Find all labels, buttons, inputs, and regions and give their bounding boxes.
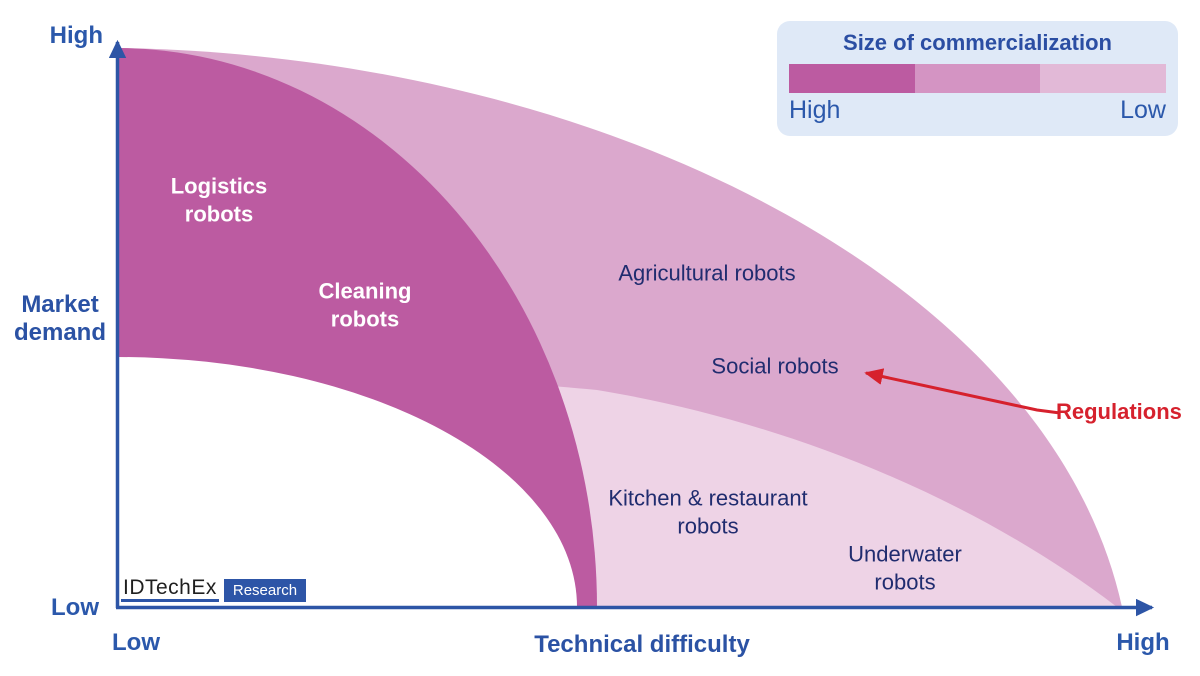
band-label-social-robots: Social robots	[711, 353, 839, 379]
band-label-logistics-robots: Logistics robots	[170, 173, 268, 227]
idtechex-logo-name: IDTechEx	[121, 577, 219, 602]
legend-swatch-high	[789, 64, 915, 94]
band-label-underwater-robots: Underwater robots	[848, 541, 962, 595]
legend-low-label: Low	[1120, 96, 1166, 125]
band-label-agricultural-robots: Agricultural robots	[618, 260, 796, 286]
legend-swatch-medium	[914, 64, 1041, 94]
y-axis-low-label: Low	[51, 594, 99, 621]
legend-title: Size of commercialization	[843, 30, 1112, 55]
legend-high-label: High	[789, 96, 841, 125]
band-label-kitchen-restaurant-robots: Kitchen & restaurant robots	[608, 485, 808, 539]
inner-white-region	[117, 357, 577, 607]
idtechex-logo-research-tag: Research	[223, 579, 307, 602]
idtechex-logo: IDTechEx Research	[121, 577, 307, 602]
x-axis-high-label: High	[1116, 629, 1170, 656]
band-label-cleaning-robots: Cleaning robots	[318, 278, 412, 332]
regulations-annotation: Regulations	[1056, 399, 1182, 424]
regulations-arrow-icon	[864, 368, 1061, 415]
legend-swatch-low	[1040, 64, 1167, 94]
x-axis-low-label: Low	[112, 629, 160, 656]
x-axis-title: Technical difficulty	[534, 631, 750, 658]
y-axis-high-label: High	[49, 22, 103, 49]
y-axis-title: Market demand	[13, 291, 106, 346]
legend-size-of-commercialization: Size of commercialization High Low	[777, 21, 1178, 136]
legend-color-scale	[789, 64, 1167, 94]
